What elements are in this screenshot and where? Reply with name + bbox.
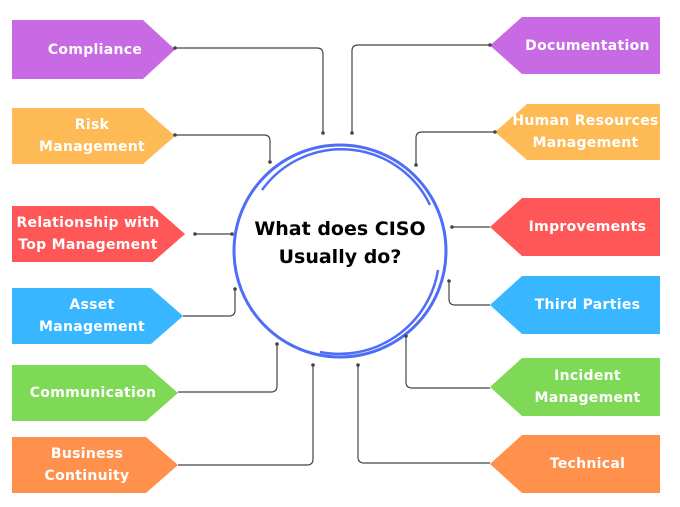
connector-endpoint <box>173 133 177 137</box>
left-node-shape <box>12 365 178 421</box>
node-relationship-top-management: Relationship with Top Management <box>16 215 160 253</box>
connector-endpoint <box>311 363 315 367</box>
connector-endpoint <box>193 232 197 236</box>
connector-line <box>448 281 490 306</box>
node-human-resources-management: Human Resources Management <box>512 113 659 151</box>
node-documentation: Documentation <box>525 37 650 54</box>
left-node-shape <box>12 108 175 164</box>
connector-endpoint <box>447 279 451 283</box>
connector-line <box>178 365 314 466</box>
right-node-shape <box>490 435 660 493</box>
connector-endpoint <box>493 130 497 134</box>
connector-line <box>357 365 490 464</box>
inner-ring-arc-bottom <box>319 269 440 356</box>
node-compliance: Compliance <box>47 41 143 58</box>
node-business-continuity: Business Continuity <box>44 446 130 484</box>
node-incident-management: Incident Management <box>534 368 641 406</box>
node-third-parties: Third Parties <box>534 297 641 313</box>
connector-endpoint <box>414 163 418 167</box>
right-node-shape <box>490 358 660 416</box>
connector-line <box>351 44 490 133</box>
right-node-shape <box>490 17 660 74</box>
connector-endpoint <box>321 131 325 135</box>
connector-endpoint <box>275 342 279 346</box>
connector-line <box>175 47 324 133</box>
connector-line <box>175 134 271 162</box>
connector-endpoint <box>404 334 408 338</box>
left-node-shape <box>12 206 185 262</box>
connector-endpoint <box>173 46 177 50</box>
left-node-shape <box>12 288 183 344</box>
connector-endpoint <box>233 287 237 291</box>
connector-line <box>405 336 490 389</box>
connector-endpoint <box>230 232 234 236</box>
node-asset-management: Asset Management <box>38 297 146 335</box>
connector-endpoint <box>450 225 454 229</box>
connector-endpoint <box>268 160 272 164</box>
right-node-shape <box>490 276 660 334</box>
right-node-shape <box>490 198 660 256</box>
connector-endpoint <box>350 131 354 135</box>
connector-line <box>183 289 236 317</box>
connector-line <box>178 344 278 393</box>
node-communication: Communication <box>29 385 157 401</box>
node-technical: Technical <box>549 456 626 472</box>
outer-ring <box>232 143 448 359</box>
connector-endpoint <box>356 363 360 367</box>
inner-ring-arc-top <box>260 148 432 206</box>
connector-line <box>415 131 495 165</box>
center-title-line1: What does CISO <box>254 218 426 240</box>
center-title-line2: Usually do? <box>278 246 402 268</box>
node-improvements: Improvements <box>528 219 647 235</box>
left-node-shape <box>12 20 175 79</box>
connector-endpoint <box>488 43 492 47</box>
center-title: What does CISO Usually do? <box>240 215 440 271</box>
node-risk-management: Risk Management <box>38 117 146 155</box>
left-node-shape <box>12 437 178 493</box>
right-node-shape <box>495 104 660 160</box>
